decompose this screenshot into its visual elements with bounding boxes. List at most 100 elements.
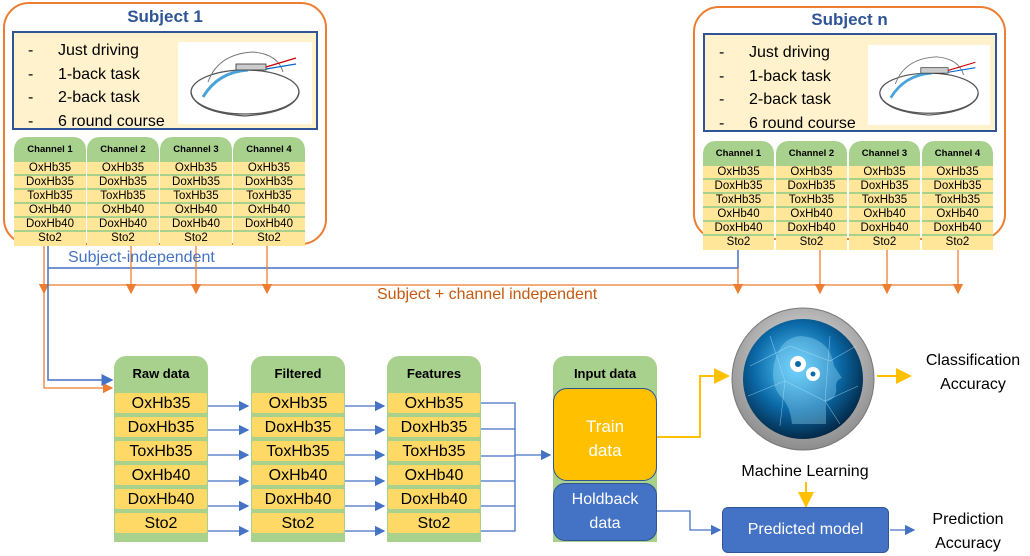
- task-item: 2-back task: [28, 86, 165, 110]
- filtered-cell: OxHb40: [251, 464, 345, 486]
- channel-cell: DoxHb35: [849, 180, 920, 194]
- channel-cell: Sto2: [14, 232, 86, 246]
- task-item: 6 round course: [719, 112, 856, 136]
- helmet-icon: [868, 45, 990, 125]
- raw-data-cell: DoxHb35: [114, 416, 208, 438]
- predicted-model-box: Predicted model: [722, 507, 889, 553]
- holdback-data-line2: data: [589, 515, 621, 532]
- features-cell: OxHb35: [387, 392, 481, 414]
- channel-cell: Sto2: [87, 232, 159, 246]
- train-data-line2: data: [588, 441, 622, 460]
- channel-column: Channel 2 OxHb35 DoxHb35 ToxHb35 OxHb40 …: [776, 141, 847, 250]
- features-cell: DoxHb40: [387, 488, 481, 510]
- channel-header: Channel 3: [849, 141, 920, 166]
- raw-data-cell: Sto2: [114, 512, 208, 534]
- channel-cell: Sto2: [849, 236, 920, 250]
- channel-cell: ToxHb35: [922, 194, 993, 208]
- channel-cell: OxHb40: [160, 204, 232, 218]
- channel-cell: OxHb35: [160, 162, 232, 176]
- raw-data-cell: DoxHb40: [114, 488, 208, 510]
- channel-cell: DoxHb35: [233, 176, 305, 190]
- channel-cell: DoxHb40: [87, 218, 159, 232]
- channel-cell: DoxHb35: [703, 180, 774, 194]
- raw-data-cell: ToxHb35: [114, 440, 208, 462]
- channel-cell: OxHb35: [776, 166, 847, 180]
- channel-column: Channel 3 OxHb35 DoxHb35 ToxHb35 OxHb40 …: [849, 141, 920, 250]
- filtered-cell: DoxHb35: [251, 416, 345, 438]
- features-cell: ToxHb35: [387, 440, 481, 462]
- subject-channel-independent-label: Subject + channel independent: [377, 286, 598, 303]
- channel-column: Channel 2 OxHb35 DoxHb35 ToxHb35 OxHb40 …: [87, 137, 159, 246]
- classification-line2: Accuracy: [940, 376, 1006, 393]
- classification-accuracy-label: Classification Accuracy: [918, 349, 1028, 397]
- channel-cell: Sto2: [233, 232, 305, 246]
- brain-gear-icon: [730, 306, 876, 452]
- channel-cell: Sto2: [922, 236, 993, 250]
- subject-1-channels: Channel 1 OxHb35 DoxHb35 ToxHb35 OxHb40 …: [14, 137, 314, 246]
- features-cell: Sto2: [387, 512, 481, 534]
- channel-column: Channel 4 OxHb35 DoxHb35 ToxHb35 OxHb40 …: [922, 141, 993, 250]
- filtered-header: Filtered: [274, 366, 322, 381]
- filtered-cell: ToxHb35: [251, 440, 345, 462]
- input-data-header: Input data: [573, 366, 637, 381]
- channel-cell: OxHb35: [849, 166, 920, 180]
- channel-cell: DoxHb40: [922, 222, 993, 236]
- filtered-cell: Sto2: [251, 512, 345, 534]
- channel-column: Channel 4 OxHb35 DoxHb35 ToxHb35 OxHb40 …: [233, 137, 305, 246]
- subject-1-task-panel: Just driving 1-back task 2-back task 6 r…: [12, 31, 318, 130]
- channel-cell: OxHb40: [703, 208, 774, 222]
- prediction-line1: Prediction: [932, 511, 1004, 528]
- subject-1-title: Subject 1: [127, 7, 203, 26]
- channel-cell: DoxHb35: [922, 180, 993, 194]
- channel-header: Channel 2: [87, 137, 159, 162]
- channel-cell: ToxHb35: [849, 194, 920, 208]
- subject-n-channels: Channel 1 OxHb35 DoxHb35 ToxHb35 OxHb40 …: [703, 141, 997, 250]
- channel-header: Channel 2: [776, 141, 847, 166]
- channel-cell: Sto2: [160, 232, 232, 246]
- channel-cell: DoxHb40: [160, 218, 232, 232]
- channel-cell: OxHb40: [922, 208, 993, 222]
- channel-cell: ToxHb35: [160, 190, 232, 204]
- channel-cell: DoxHb40: [776, 222, 847, 236]
- task-item: 2-back task: [719, 88, 856, 112]
- channel-cell: OxHb40: [87, 204, 159, 218]
- channel-cell: DoxHb35: [776, 180, 847, 194]
- channel-cell: OxHb40: [14, 204, 86, 218]
- channel-cell: DoxHb40: [703, 222, 774, 236]
- channel-cell: ToxHb35: [87, 190, 159, 204]
- channel-cell: DoxHb40: [849, 222, 920, 236]
- prediction-line2: Accuracy: [935, 535, 1001, 552]
- train-data-line1: Train: [585, 417, 625, 436]
- subject-independent-line: [47, 238, 739, 269]
- channel-header: Channel 1: [14, 137, 86, 162]
- task-item: Just driving: [719, 41, 856, 65]
- task-item: 6 round course: [28, 110, 165, 134]
- helmet-icon: [178, 42, 312, 124]
- features-header: Features: [406, 366, 462, 381]
- task-item: 1-back task: [28, 63, 165, 87]
- channel-cell: OxHb35: [233, 162, 305, 176]
- filtered-cell: OxHb35: [251, 392, 345, 414]
- machine-learning-label: Machine Learning: [741, 463, 869, 480]
- channel-header: Channel 4: [233, 137, 305, 162]
- features-column: Features OxHb35 DoxHb35 ToxHb35 OxHb40 D…: [387, 356, 481, 542]
- channel-cell: OxHb40: [776, 208, 847, 222]
- channel-cell: DoxHb35: [87, 176, 159, 190]
- channel-cell: Sto2: [703, 236, 774, 250]
- raw-data-header: Raw data: [132, 366, 190, 381]
- channel-cell: DoxHb40: [14, 218, 86, 232]
- task-item: 1-back task: [719, 65, 856, 89]
- channel-header: Channel 1: [703, 141, 774, 166]
- holdback-data-line1: Holdback: [571, 491, 639, 508]
- subject-n-task-panel: Just driving 1-back task 2-back task 6 r…: [703, 33, 997, 132]
- predicted-model-label: Predicted model: [747, 521, 864, 538]
- channel-cell: OxHb35: [922, 166, 993, 180]
- raw-data-column: Raw data OxHb35 DoxHb35 ToxHb35 OxHb40 D…: [114, 356, 208, 542]
- channel-header: Channel 3: [160, 137, 232, 162]
- subject-n-title: Subject n: [811, 10, 888, 29]
- raw-data-cell: OxHb35: [114, 392, 208, 414]
- train-data-box: Train data: [553, 388, 657, 481]
- filtered-column: Filtered OxHb35 DoxHb35 ToxHb35 OxHb40 D…: [251, 356, 345, 542]
- features-cell: OxHb40: [387, 464, 481, 486]
